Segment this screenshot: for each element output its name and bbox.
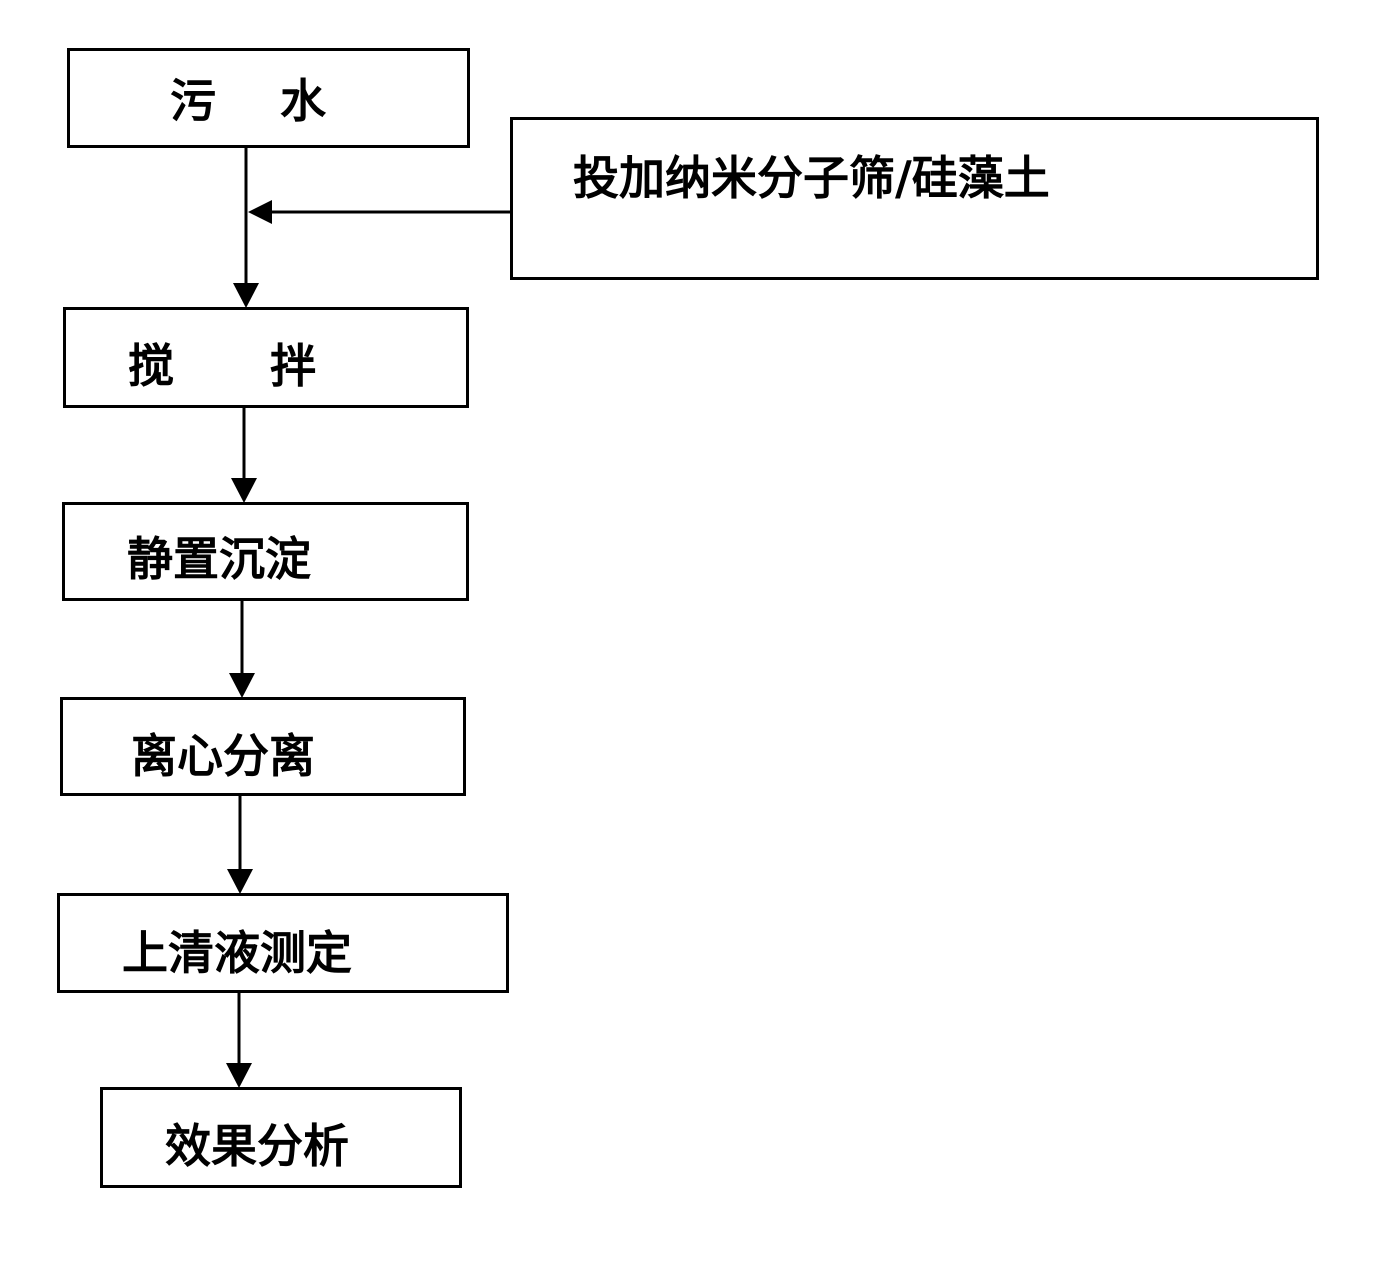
node-additive-label: 投加纳米分子筛/硅藻土 xyxy=(573,151,1050,205)
node-stir-label: 搅 拌 xyxy=(128,339,317,393)
node-analysis: 效果分析 xyxy=(100,1087,462,1188)
node-centrifuge: 离心分离 xyxy=(60,697,466,796)
node-analysis-label: 效果分析 xyxy=(165,1119,349,1173)
node-wastewater: 污 水 xyxy=(67,48,470,148)
node-supernatant: 上清液测定 xyxy=(57,893,509,993)
node-centrifuge-label: 离心分离 xyxy=(131,729,315,783)
arrow-settle-to-centrifuge xyxy=(229,601,255,698)
arrow-wastewater-to-stir xyxy=(233,148,259,308)
arrow-centrifuge-to-supernatant xyxy=(227,796,253,894)
node-additive: 投加纳米分子筛/硅藻土 xyxy=(510,117,1319,280)
arrow-supernatant-to-analysis xyxy=(226,993,252,1088)
arrow-additive-to-mainline xyxy=(248,200,510,224)
node-supernatant-label: 上清液测定 xyxy=(122,926,352,980)
node-wastewater-label: 污 水 xyxy=(170,74,327,128)
node-settle: 静置沉淀 xyxy=(62,502,469,601)
arrow-stir-to-settle xyxy=(231,408,257,503)
node-stir: 搅 拌 xyxy=(63,307,469,408)
node-settle-label: 静置沉淀 xyxy=(127,532,311,586)
